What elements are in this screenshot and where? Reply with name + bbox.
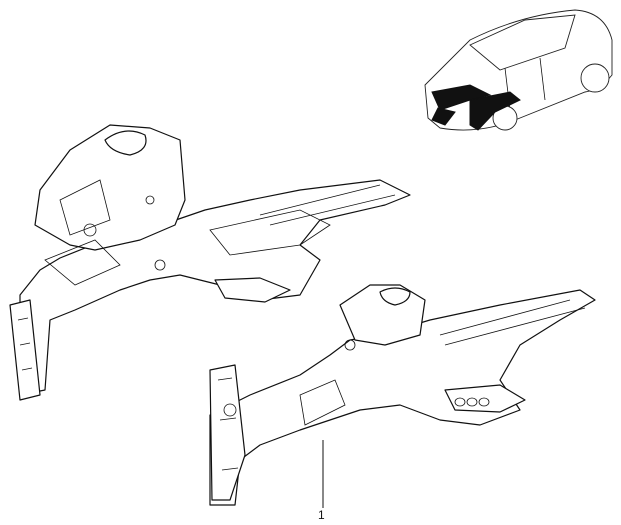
vehicle-location-thumbnail <box>424 9 613 131</box>
front-side-member-left <box>9 124 411 401</box>
front-side-member-right <box>209 284 596 506</box>
callout-label-1: 1 <box>318 508 325 522</box>
